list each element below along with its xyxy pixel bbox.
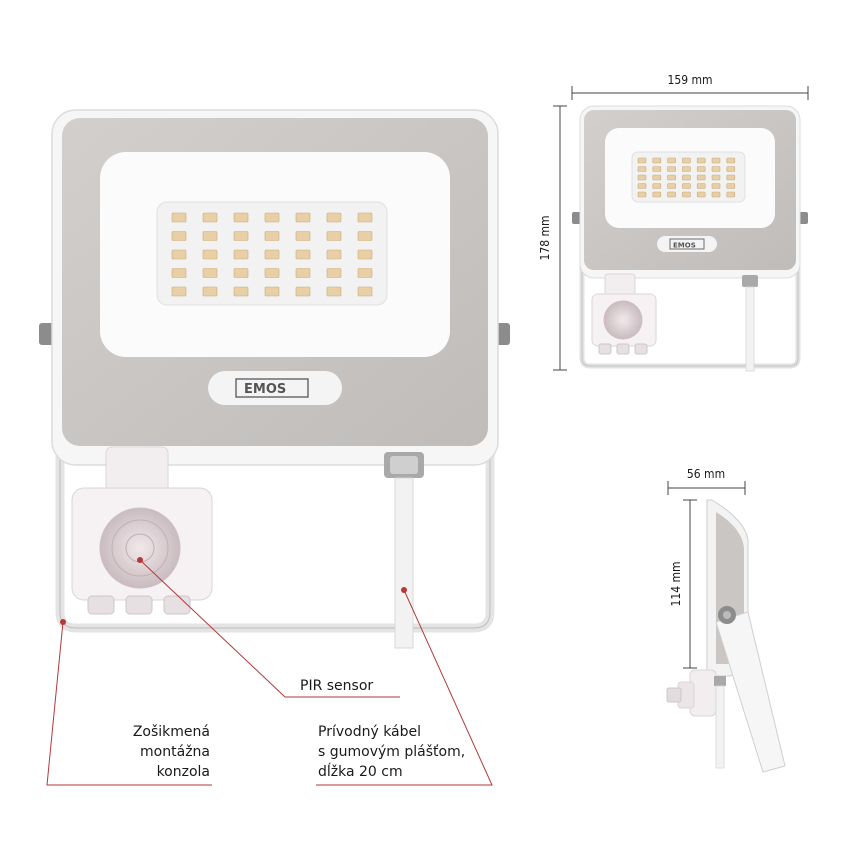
dimension-side-height: 114 mm: [669, 561, 683, 606]
led-chip: [357, 286, 373, 297]
led-chip: [682, 174, 691, 181]
callout-bracket-line2: montážna: [140, 744, 210, 760]
led-grid: [171, 212, 373, 297]
led-chip: [726, 191, 736, 198]
led-chip: [667, 174, 676, 181]
led-chip: [295, 212, 311, 223]
led-chip: [726, 157, 736, 164]
led-chip: [171, 212, 187, 223]
led-chip: [726, 174, 736, 181]
led-chip: [696, 191, 706, 198]
led-chip: [326, 268, 342, 278]
led-chip: [652, 157, 662, 164]
led-chip: [202, 286, 218, 297]
main-front-view: EMOS: [39, 109, 510, 649]
led-chip: [637, 174, 647, 181]
led-chip: [202, 212, 218, 223]
led-chip: [652, 183, 662, 189]
small-front-view: 159 mm 178 mm EMOS: [538, 73, 809, 372]
led-chip: [711, 183, 721, 189]
dimension-depth: 56 mm: [687, 467, 725, 481]
small-led-grid: [637, 157, 736, 198]
led-chip: [667, 183, 676, 189]
logo-frame: [235, 378, 309, 398]
side-bracket: [715, 611, 786, 773]
led-chip: [726, 166, 736, 172]
led-chip: [326, 249, 342, 260]
led-chip: [711, 191, 721, 198]
callout-cable-line2: s gumovým plášťom,: [318, 744, 465, 760]
pivot-left: [39, 323, 55, 345]
led-chip: [652, 174, 662, 181]
led-chip: [682, 183, 691, 189]
led-chip: [667, 191, 676, 198]
callout-bracket: Zošikmená montážna konzola: [133, 724, 210, 780]
callout-cable-line3: dĺžka 20 cm: [318, 762, 403, 780]
led-chip: [326, 212, 342, 223]
led-chip: [357, 249, 373, 260]
led-chip: [682, 157, 691, 164]
led-chip: [233, 231, 249, 241]
led-chip: [637, 166, 647, 172]
dimension-height: 178 mm: [538, 215, 552, 260]
led-chip: [637, 157, 647, 164]
led-chip: [202, 231, 218, 241]
led-chip: [264, 268, 280, 278]
led-chip: [295, 286, 311, 297]
led-chip: [357, 268, 373, 278]
led-chip: [696, 166, 706, 172]
callout-cable: Prívodný kábel s gumovým plášťom, dĺžka …: [318, 724, 465, 780]
led-chip: [264, 212, 280, 223]
led-chip: [667, 166, 676, 172]
led-chip: [711, 157, 721, 164]
led-chip: [295, 249, 311, 260]
led-chip: [326, 231, 342, 241]
led-chip: [264, 231, 280, 241]
led-chip: [264, 286, 280, 297]
pir-knobs: [87, 595, 191, 615]
led-chip: [682, 166, 691, 172]
brand-logo: EMOS: [244, 382, 286, 397]
led-chip: [711, 166, 721, 172]
led-chip: [326, 286, 342, 297]
led-chip: [295, 268, 311, 278]
led-chip: [233, 249, 249, 260]
callout-cable-line1: Prívodný kábel: [318, 724, 421, 740]
led-chip: [637, 191, 647, 198]
callout-bracket-line1: Zošikmená: [133, 724, 210, 740]
led-chip: [696, 174, 706, 181]
led-chip: [682, 191, 691, 198]
power-cable: [394, 477, 414, 649]
led-chip: [357, 231, 373, 241]
led-chip: [357, 212, 373, 223]
led-chip: [711, 174, 721, 181]
led-chip: [171, 268, 187, 278]
led-chip: [652, 191, 662, 198]
led-chip: [652, 166, 662, 172]
led-chip: [171, 231, 187, 241]
led-chip: [264, 249, 280, 260]
side-view: 56 mm 114 mm: [666, 467, 786, 773]
led-chip: [233, 286, 249, 297]
led-chip: [726, 183, 736, 189]
dimension-width: 159 mm: [667, 73, 712, 87]
led-chip: [171, 286, 187, 297]
led-chip: [667, 157, 676, 164]
led-chip: [171, 249, 187, 260]
led-chip: [202, 268, 218, 278]
led-chip: [233, 212, 249, 223]
small-brand-logo: EMOS: [673, 242, 696, 250]
led-chip: [295, 231, 311, 241]
callout-bracket-line3: konzola: [157, 764, 210, 780]
callout-pir-sensor: PIR sensor: [300, 678, 373, 694]
leader-lines: [46, 557, 493, 786]
led-chip: [202, 249, 218, 260]
led-chip: [233, 268, 249, 278]
led-chip: [696, 157, 706, 164]
led-chip: [696, 183, 706, 189]
led-chip: [637, 183, 647, 189]
